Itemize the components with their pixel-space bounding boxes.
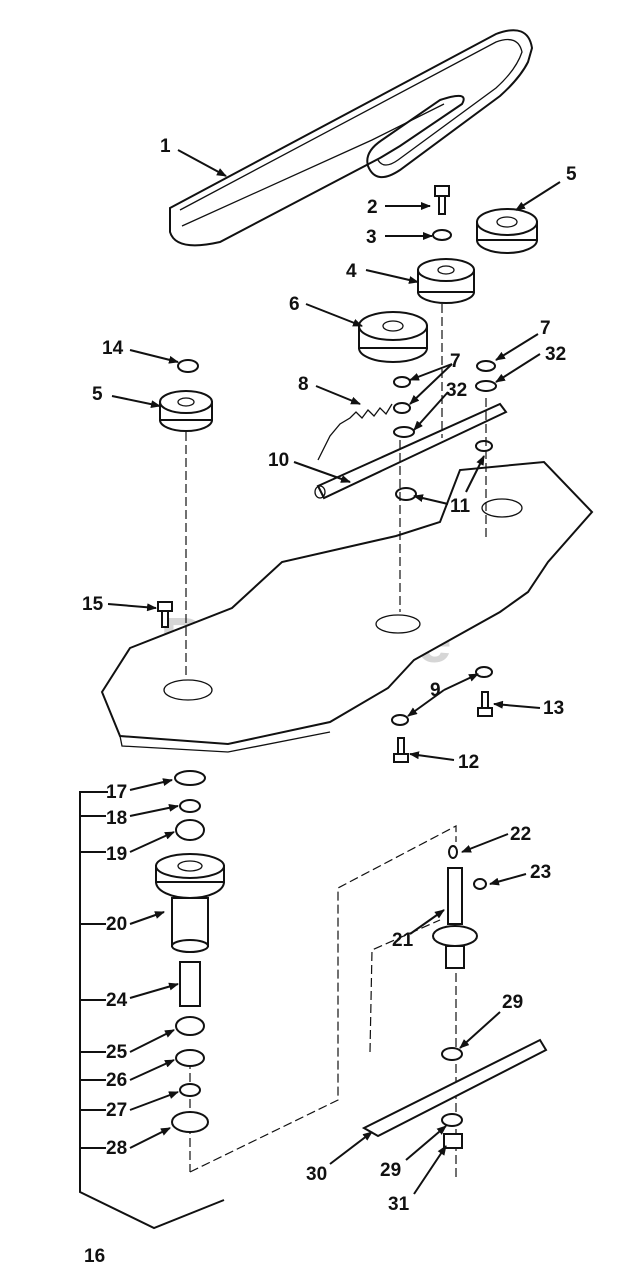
- blade-part: [361, 1038, 548, 1149]
- callout-28: 28: [106, 1138, 127, 1159]
- callout-2: 2: [367, 197, 378, 218]
- bolt-15-part: [157, 601, 173, 628]
- bolt-13-part: [477, 691, 493, 717]
- callout-7-right: 7: [540, 318, 551, 339]
- callout-29-lower: 29: [380, 1160, 401, 1181]
- idler-arm-part: [314, 402, 508, 500]
- callout-1: 1: [160, 136, 171, 157]
- deck-plate-part: [100, 460, 594, 753]
- lockwasher-2-part: [391, 714, 409, 726]
- callout-25: 25: [106, 1042, 128, 1063]
- bolt-part: [434, 185, 450, 215]
- callout-20: 20: [106, 914, 127, 935]
- callout-10: 10: [268, 450, 289, 471]
- center-washers: [393, 376, 415, 438]
- idler-pulley-part: [417, 258, 475, 304]
- belt-part: [169, 29, 534, 247]
- callout-4: 4: [346, 261, 357, 282]
- drive-pulley-part: [358, 311, 428, 363]
- callout-11: 11: [450, 496, 471, 517]
- washer-part: [432, 229, 452, 241]
- right-washers: [475, 360, 497, 392]
- bolt-12-part: [393, 737, 409, 763]
- callout-32-right: 32: [545, 344, 566, 365]
- callout-23: 23: [530, 862, 551, 883]
- lockwasher-part: [475, 666, 493, 678]
- pulley-left-part: [159, 390, 213, 432]
- pulley-right-part: [476, 208, 538, 254]
- spindle-stack-part: [155, 770, 225, 1133]
- spacer-right-part: [475, 440, 493, 452]
- callout-16: 16: [84, 1246, 105, 1267]
- spindle-shaft-part: [432, 845, 487, 969]
- callout-22: 22: [510, 824, 531, 845]
- callout-19: 19: [106, 844, 127, 865]
- callout-5-right: 5: [566, 164, 577, 185]
- leader-arrows: [107, 149, 561, 1195]
- callout-29-upper: 29: [502, 992, 523, 1013]
- callout-12: 12: [458, 752, 479, 773]
- nut-part: [177, 359, 199, 373]
- callout-30: 30: [306, 1164, 327, 1185]
- callout-6: 6: [289, 294, 300, 315]
- callout-labels: 1 2 3 4 5 5 6 7 7 8 32 32 10 11 14 15 9 …: [82, 136, 577, 1267]
- callout-32-center: 32: [446, 380, 467, 401]
- spring-part: [317, 403, 393, 461]
- callout-21: 21: [392, 930, 414, 951]
- callout-8: 8: [298, 374, 309, 395]
- callout-3: 3: [366, 227, 377, 248]
- callout-31: 31: [388, 1194, 410, 1215]
- callout-18: 18: [106, 808, 127, 829]
- callout-13: 13: [543, 698, 564, 719]
- callout-14: 14: [102, 338, 124, 359]
- spacer-part: [395, 487, 417, 501]
- callout-26: 26: [106, 1070, 127, 1091]
- bracket-ticks: [80, 815, 106, 1149]
- callout-24: 24: [106, 990, 128, 1011]
- callout-15: 15: [82, 594, 104, 615]
- callout-17: 17: [106, 782, 127, 803]
- callout-7-center: 7: [450, 351, 461, 372]
- assembly-bracket: [79, 791, 225, 1230]
- callout-9: 9: [430, 680, 441, 701]
- callout-5-left: 5: [92, 384, 103, 405]
- callout-27: 27: [106, 1100, 127, 1121]
